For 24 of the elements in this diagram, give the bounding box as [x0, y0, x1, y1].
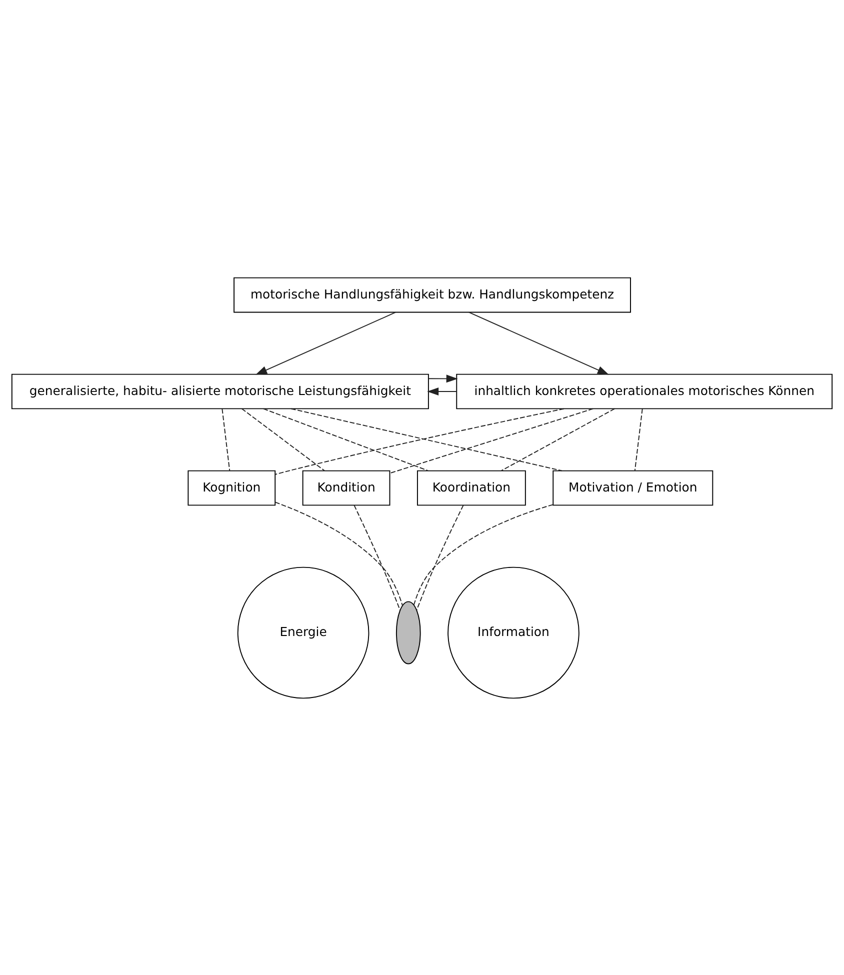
arrow: [427, 387, 457, 396]
node-box: Kondition: [302, 470, 390, 506]
arrow: [468, 311, 609, 374]
connector: [634, 408, 643, 471]
connector: [222, 408, 230, 471]
connector: [413, 504, 554, 605]
node-box: inhaltlich konkretes operationales motorisches Können: [456, 373, 833, 409]
connector: [262, 408, 428, 471]
connector: [274, 501, 403, 606]
arrow: [428, 374, 458, 382]
connector: [500, 408, 616, 471]
node-circle: Energie: [237, 566, 370, 698]
node-circle: Information: [448, 566, 580, 698]
connector: [416, 504, 464, 610]
node-box: motorische Handlungsfähigkeit bzw. Handlungskompetenz: [234, 276, 631, 312]
node-ellipse: [396, 600, 421, 664]
node-box: Kognition: [188, 470, 276, 506]
node-box: generalisierte, habitu- alisierte motorische Leistungsfähigkeit: [11, 373, 429, 409]
arrow: [256, 311, 396, 374]
connector: [241, 408, 325, 471]
node-box: Koordination: [416, 470, 526, 506]
node-box: Motivation / Emotion: [552, 470, 714, 506]
connector: [390, 408, 594, 474]
connector: [354, 504, 401, 610]
